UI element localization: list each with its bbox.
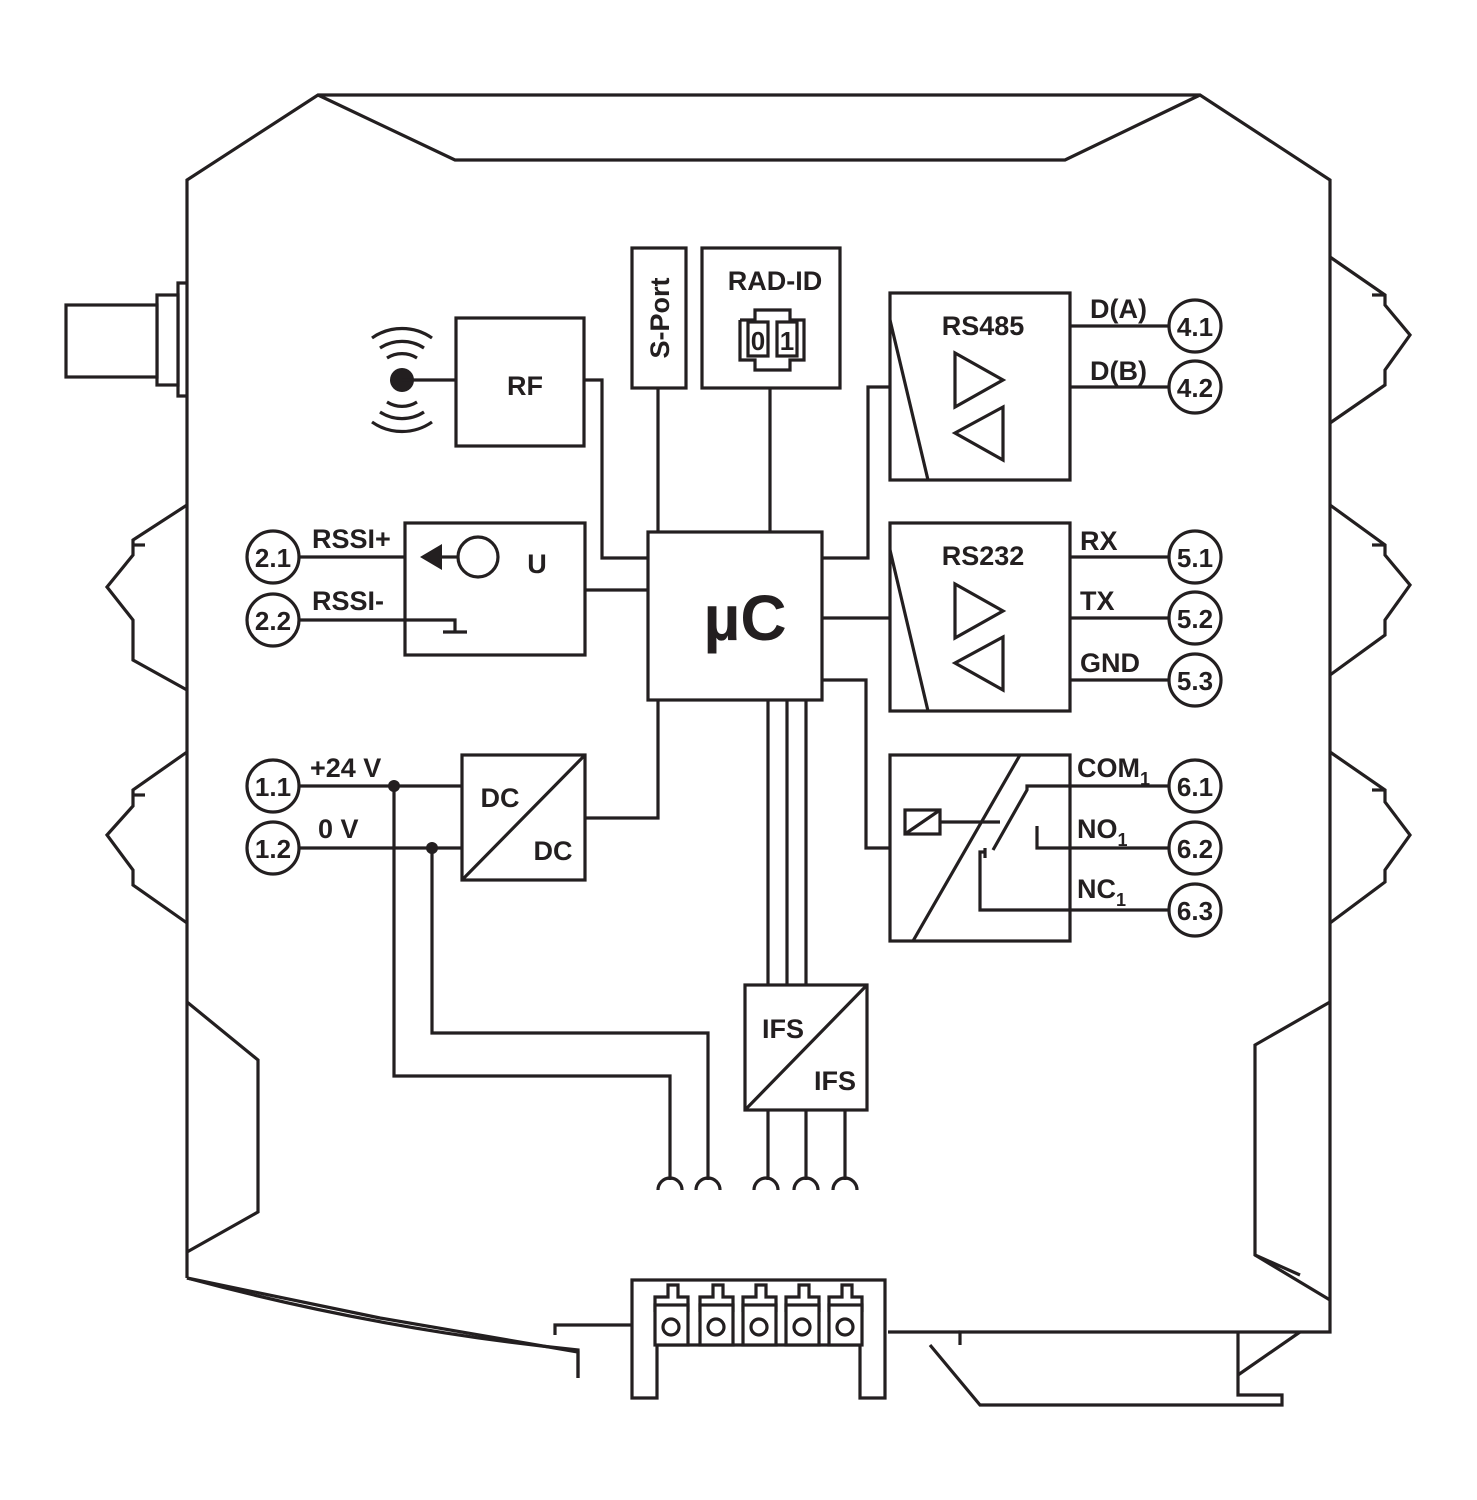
terminal-6-1: 6.1 — [1167, 758, 1223, 814]
com-label: COM1 — [1077, 753, 1150, 789]
v24-label: +24 V — [310, 753, 381, 783]
housing — [64, 93, 1332, 1407]
v0-label: 0 V — [318, 814, 359, 844]
rad-id-label: RAD-ID — [728, 266, 823, 296]
rs485-label: RS485 — [942, 311, 1025, 341]
wiring — [300, 324, 1168, 1191]
relay-block — [888, 753, 1072, 943]
svg-text:1.1: 1.1 — [255, 772, 291, 802]
svg-text:6.1: 6.1 — [1177, 772, 1213, 802]
dc-in-label: DC — [481, 783, 520, 813]
relay-contact-icon — [978, 784, 1070, 912]
rssi-indicator-icon — [405, 535, 500, 634]
svg-text:5.1: 5.1 — [1177, 543, 1213, 573]
antenna-icon — [371, 326, 456, 434]
rf-block: RF — [454, 316, 586, 448]
rad-id-block: RAD-ID 0 1 — [700, 246, 842, 390]
bus-contact — [698, 1283, 735, 1347]
terminal-6-2: 6.2 — [1167, 820, 1223, 876]
no-label: NO1 — [1077, 814, 1128, 850]
rf-label: RF — [507, 371, 543, 401]
rotary-switch-icon: 0 1 — [738, 308, 806, 372]
bus-connector — [653, 1283, 864, 1347]
terminals: 1.1 1.2 2.1 2.2 4.1 4.2 5.1 5.2 — [245, 298, 1223, 938]
db-label: D(B) — [1090, 356, 1147, 386]
tx-label: TX — [1080, 586, 1115, 616]
rssi-plus-label: RSSI+ — [312, 524, 391, 554]
terminal-4-2: 4.2 — [1167, 359, 1223, 415]
terminal-2-1: 2.1 — [245, 529, 301, 585]
s-port-label: S-Port — [645, 277, 675, 358]
ifs-block: IFS IFS — [743, 983, 869, 1112]
svg-text:2.1: 2.1 — [255, 543, 291, 573]
da-label: D(A) — [1090, 294, 1147, 324]
nc-label: NC1 — [1077, 874, 1126, 910]
uc-label: µC — [703, 582, 786, 654]
microcontroller-block: µC — [646, 530, 824, 702]
s-port-block: S-Port — [630, 246, 688, 390]
rs232-label: RS232 — [942, 541, 1025, 571]
left-terminal-outline — [104, 503, 188, 925]
rssi-minus-label: RSSI- — [312, 586, 384, 616]
terminal-5-2: 5.2 — [1167, 590, 1223, 646]
relay-coil-icon — [903, 808, 1000, 836]
terminal-6-3: 6.3 — [1167, 882, 1223, 938]
svg-text:6.3: 6.3 — [1177, 896, 1213, 926]
svg-text:4.2: 4.2 — [1177, 373, 1213, 403]
terminal-1-1: 1.1 — [245, 758, 301, 814]
rx-label: RX — [1080, 526, 1118, 556]
right-terminal-outline — [1329, 255, 1413, 925]
svg-text:5.2: 5.2 — [1177, 604, 1213, 634]
ifs-in-label: IFS — [762, 1014, 804, 1044]
svg-text:5.3: 5.3 — [1177, 666, 1213, 696]
terminal-5-3: 5.3 — [1167, 652, 1223, 708]
dc-out-label: DC — [534, 836, 573, 866]
svg-text:6.2: 6.2 — [1177, 834, 1213, 864]
u-label: U — [527, 549, 547, 579]
gnd-label: GND — [1080, 648, 1140, 678]
terminal-1-2: 1.2 — [245, 820, 301, 876]
terminal-2-2: 2.2 — [245, 592, 301, 648]
rs485-block: RS485 — [888, 291, 1072, 482]
svg-text:1.2: 1.2 — [255, 834, 291, 864]
bus-contact — [653, 1283, 690, 1347]
bus-contact — [784, 1283, 821, 1347]
bus-contact — [827, 1283, 864, 1347]
terminal-5-1: 5.1 — [1167, 529, 1223, 585]
terminal-4-1: 4.1 — [1167, 298, 1223, 354]
dc-dc-block: DC DC — [460, 753, 587, 882]
signal-labels: RSSI+ RSSI- +24 V 0 V D(A) D(B) RX TX GN… — [310, 294, 1150, 910]
rad-id-switch-1: 1 — [780, 326, 794, 356]
u-block: U — [403, 521, 587, 657]
svg-text:2.2: 2.2 — [255, 606, 291, 636]
bus-contact — [741, 1283, 778, 1347]
svg-text:4.1: 4.1 — [1177, 312, 1213, 342]
rad-id-switch-0: 0 — [751, 326, 765, 356]
ifs-out-label: IFS — [814, 1066, 856, 1096]
rs232-block: RS232 — [888, 521, 1072, 713]
